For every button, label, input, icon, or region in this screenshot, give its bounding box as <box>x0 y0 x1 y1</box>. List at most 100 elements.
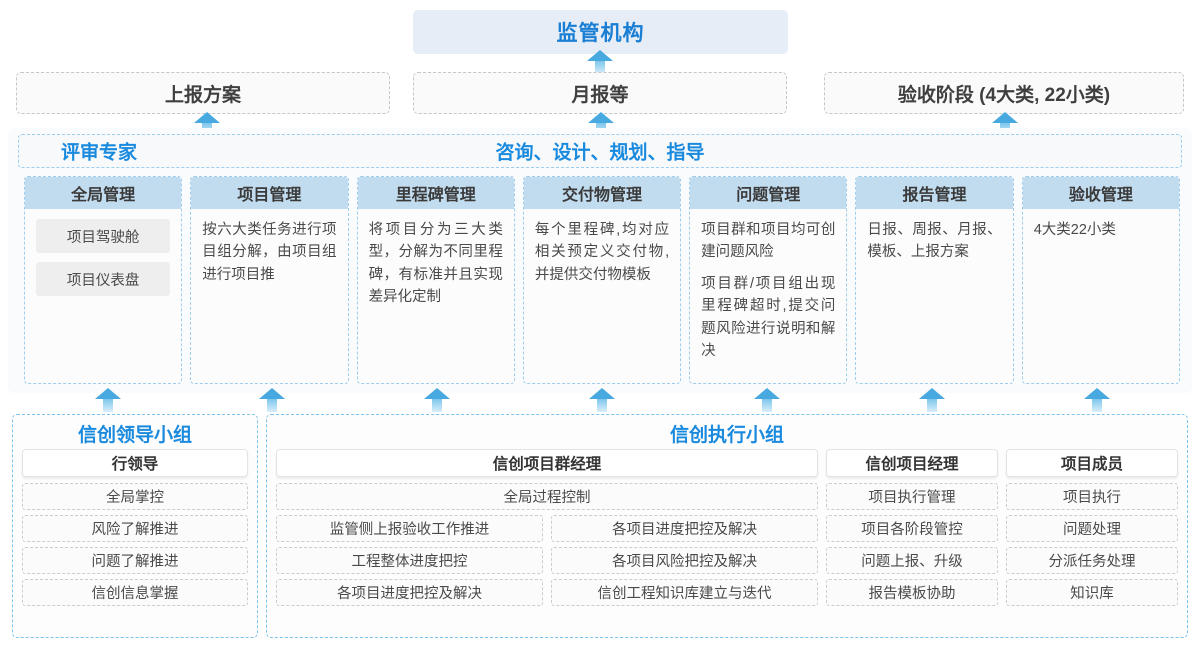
project-member-item[interactable]: 知识库 <box>1006 579 1178 606</box>
program-manager-item[interactable]: 信创工程知识库建立与迭代 <box>551 579 818 606</box>
program-manager-item[interactable]: 各项目风险把控及解决 <box>551 547 818 574</box>
middle-column-body: 每个里程碑,均对应相关预定义交付物,并提供交付物模板 <box>524 209 680 383</box>
middle-columns: 全局管理项目驾驶舱项目仪表盘项目管理按六大类任务进行项目组分解，由项目组进行项目… <box>24 176 1180 384</box>
bottom-row: 信创领导小组 行领导 全局掌控风险了解推进问题了解推进信创信息掌握 信创执行小组… <box>12 414 1188 638</box>
middle-column-paragraph: 4大类22小类 <box>1033 222 1116 238</box>
middle-column-title: 报告管理 <box>856 177 1013 209</box>
project-member-item[interactable]: 分派任务处理 <box>1006 547 1178 574</box>
middle-column-paragraph: 日报、周报、月报、模板、上报方案 <box>867 222 1002 261</box>
project-manager-item[interactable]: 项目执行管理 <box>826 483 998 510</box>
middle-column-pill[interactable]: 项目仪表盘 <box>36 262 171 296</box>
top-banner-regulator: 监管机构 <box>413 10 788 54</box>
middle-column-paragraph: 项目群/项目组出现里程碑超时,提交问题风险进行说明和解决 <box>701 275 836 360</box>
arrow-head <box>587 50 613 61</box>
leadership-group-box: 信创领导小组 行领导 全局掌控风险了解推进问题了解推进信创信息掌握 <box>12 414 258 638</box>
arrow-head <box>259 388 285 399</box>
leadership-item[interactable]: 全局掌控 <box>22 483 248 510</box>
project-member-item-list: 项目执行问题处理分派任务处理知识库 <box>1006 483 1178 606</box>
arrow-up-to-global-management <box>95 388 121 412</box>
middle-column-body: 将项目分为三大类型，分解为不同里程碑，有标准并且实现差异化定制 <box>358 209 514 383</box>
review-experts-label: 评审专家 <box>61 142 138 164</box>
arrow-shaft <box>595 59 605 74</box>
execution-group-box: 信创执行小组 信创项目群经理 全局过程控制 监管侧上报验收工作推进工程整体进度把… <box>266 414 1188 638</box>
project-manager-item[interactable]: 问题上报、升级 <box>826 547 998 574</box>
leadership-group-title: 信创领导小组 <box>77 425 192 446</box>
program-manager-item[interactable]: 监管侧上报验收工作推进 <box>276 515 543 542</box>
middle-column[interactable]: 验收管理 4大类22小类 <box>1021 176 1180 384</box>
role-head-project-member[interactable]: 项目成员 <box>1006 449 1178 477</box>
middle-column[interactable]: 问题管理项目群和项目均可创建问题风险项目群/项目组出现里程碑超时,提交问题风险进… <box>689 176 848 384</box>
arrow-shaft <box>267 397 277 412</box>
arrow-head <box>424 388 450 399</box>
arrow-head <box>588 112 614 123</box>
middle-column-title: 全局管理 <box>25 177 182 209</box>
middle-panel: 评审专家 咨询、设计、规划、指导 全局管理项目驾驶舱项目仪表盘项目管理按六大类任… <box>8 128 1192 393</box>
project-manager-item-list: 项目执行管理项目各阶段管控问题上报、升级报告模板协助 <box>826 483 998 606</box>
role-head-project-manager[interactable]: 信创项目经理 <box>826 449 998 477</box>
middle-column[interactable]: 项目管理按六大类任务进行项目组分解，由项目组进行项目推 <box>190 176 349 384</box>
project-member-item[interactable]: 项目执行 <box>1006 483 1178 510</box>
middle-column-body: 日报、周报、月报、模板、上报方案 <box>856 209 1012 383</box>
arrow-head <box>95 388 121 399</box>
item-global-process-control[interactable]: 全局过程控制 <box>276 483 818 510</box>
project-manager-column: 信创项目经理 项目执行管理项目各阶段管控问题上报、升级报告模板协助 <box>826 449 998 650</box>
arrow-up-to-report-management <box>919 388 945 412</box>
arrow-head <box>1084 388 1110 399</box>
middle-column-title: 项目管理 <box>191 177 348 209</box>
top-banner-title: 监管机构 <box>556 22 645 45</box>
arrow-shaft <box>103 397 113 412</box>
role-head-program-manager[interactable]: 信创项目群经理 <box>276 449 818 477</box>
project-member-column: 项目成员 项目执行问题处理分派任务处理知识库 <box>1006 449 1178 650</box>
report-box-monthly-report[interactable]: 月报等 <box>413 72 787 114</box>
arrow-up-to-deliverable-management <box>589 388 615 412</box>
arrow-shaft <box>927 397 937 412</box>
report-row: 上报方案 月报等 验收阶段 (4大类, 22小类) <box>0 72 1200 116</box>
program-manager-item[interactable]: 各项目进度把控及解决 <box>551 515 818 542</box>
middle-column-pill[interactable]: 项目驾驶舱 <box>36 219 171 253</box>
arrow-head <box>992 112 1018 123</box>
report-box-submit-plan[interactable]: 上报方案 <box>16 72 390 114</box>
execution-group-title: 信创执行小组 <box>669 425 784 446</box>
middle-column[interactable]: 里程碑管理将项目分为三大类型，分解为不同里程碑，有标准并且实现差异化定制 <box>356 176 515 384</box>
report-box-acceptance-stage[interactable]: 验收阶段 (4大类, 22小类) <box>824 72 1184 114</box>
leadership-item[interactable]: 信创信息掌握 <box>22 579 248 606</box>
program-manager-item[interactable]: 工程整体进度把控 <box>276 547 543 574</box>
middle-column-paragraph: 按六大类任务进行项目组分解，由项目组进行项目推 <box>202 222 337 283</box>
role-head-bank-leader[interactable]: 行领导 <box>22 449 248 477</box>
project-manager-item[interactable]: 报告模板协助 <box>826 579 998 606</box>
project-member-item[interactable]: 问题处理 <box>1006 515 1178 542</box>
program-manager-item[interactable]: 各项目进度把控及解决 <box>276 579 543 606</box>
arrow-head <box>919 388 945 399</box>
arrow-up-to-project-management <box>259 388 285 412</box>
arrow-up-to-issue-management <box>754 388 780 412</box>
middle-panel-header: 评审专家 咨询、设计、规划、指导 <box>18 134 1182 168</box>
middle-column-paragraph: 将项目分为三大类型，分解为不同里程碑，有标准并且实现差异化定制 <box>368 222 503 306</box>
middle-column-title: 交付物管理 <box>523 177 681 209</box>
arrow-shaft <box>1092 397 1102 412</box>
report-label: 月报等 <box>571 84 629 106</box>
arrow-shaft <box>762 397 772 412</box>
middle-column[interactable]: 全局管理项目驾驶舱项目仪表盘 <box>24 176 183 384</box>
leadership-item[interactable]: 风险了解推进 <box>22 515 248 542</box>
report-label: 验收阶段 (4大类, 22小类) <box>897 84 1111 106</box>
leadership-item-list: 全局掌控风险了解推进问题了解推进信创信息掌握 <box>22 483 248 606</box>
middle-column-body: 4大类22小类 <box>1023 209 1179 383</box>
program-manager-two-columns: 监管侧上报验收工作推进工程整体进度把控各项目进度把控及解决 各项目进度把控及解决… <box>276 515 818 606</box>
leadership-item[interactable]: 问题了解推进 <box>22 547 248 574</box>
middle-column-title: 问题管理 <box>690 177 847 209</box>
program-manager-right-items: 各项目进度把控及解决各项目风险把控及解决信创工程知识库建立与迭代 <box>551 515 818 606</box>
middle-column-body: 项目群和项目均可创建问题风险项目群/项目组出现里程碑超时,提交问题风险进行说明和… <box>690 209 846 383</box>
arrow-shaft <box>432 397 442 412</box>
middle-column[interactable]: 交付物管理每个里程碑,均对应相关预定义交付物,并提供交付物模板 <box>522 176 682 384</box>
middle-column[interactable]: 报告管理日报、周报、月报、模板、上报方案 <box>855 176 1014 384</box>
middle-column-paragraph: 项目群和项目均可创建问题风险 <box>701 222 836 261</box>
program-manager-column: 信创项目群经理 全局过程控制 监管侧上报验收工作推进工程整体进度把控各项目进度把… <box>276 449 818 650</box>
middle-column-title: 验收管理 <box>1022 177 1179 209</box>
execution-group-inner: 信创项目群经理 全局过程控制 监管侧上报验收工作推进工程整体进度把控各项目进度把… <box>276 449 1178 650</box>
middle-column-body: 按六大类任务进行项目组分解，由项目组进行项目推 <box>191 209 347 383</box>
program-manager-left-items: 监管侧上报验收工作推进工程整体进度把控各项目进度把控及解决 <box>276 515 543 606</box>
project-manager-item[interactable]: 项目各阶段管控 <box>826 515 998 542</box>
middle-column-title: 里程碑管理 <box>357 177 514 209</box>
arrow-up-monthly-report-to-regulator <box>587 50 613 74</box>
